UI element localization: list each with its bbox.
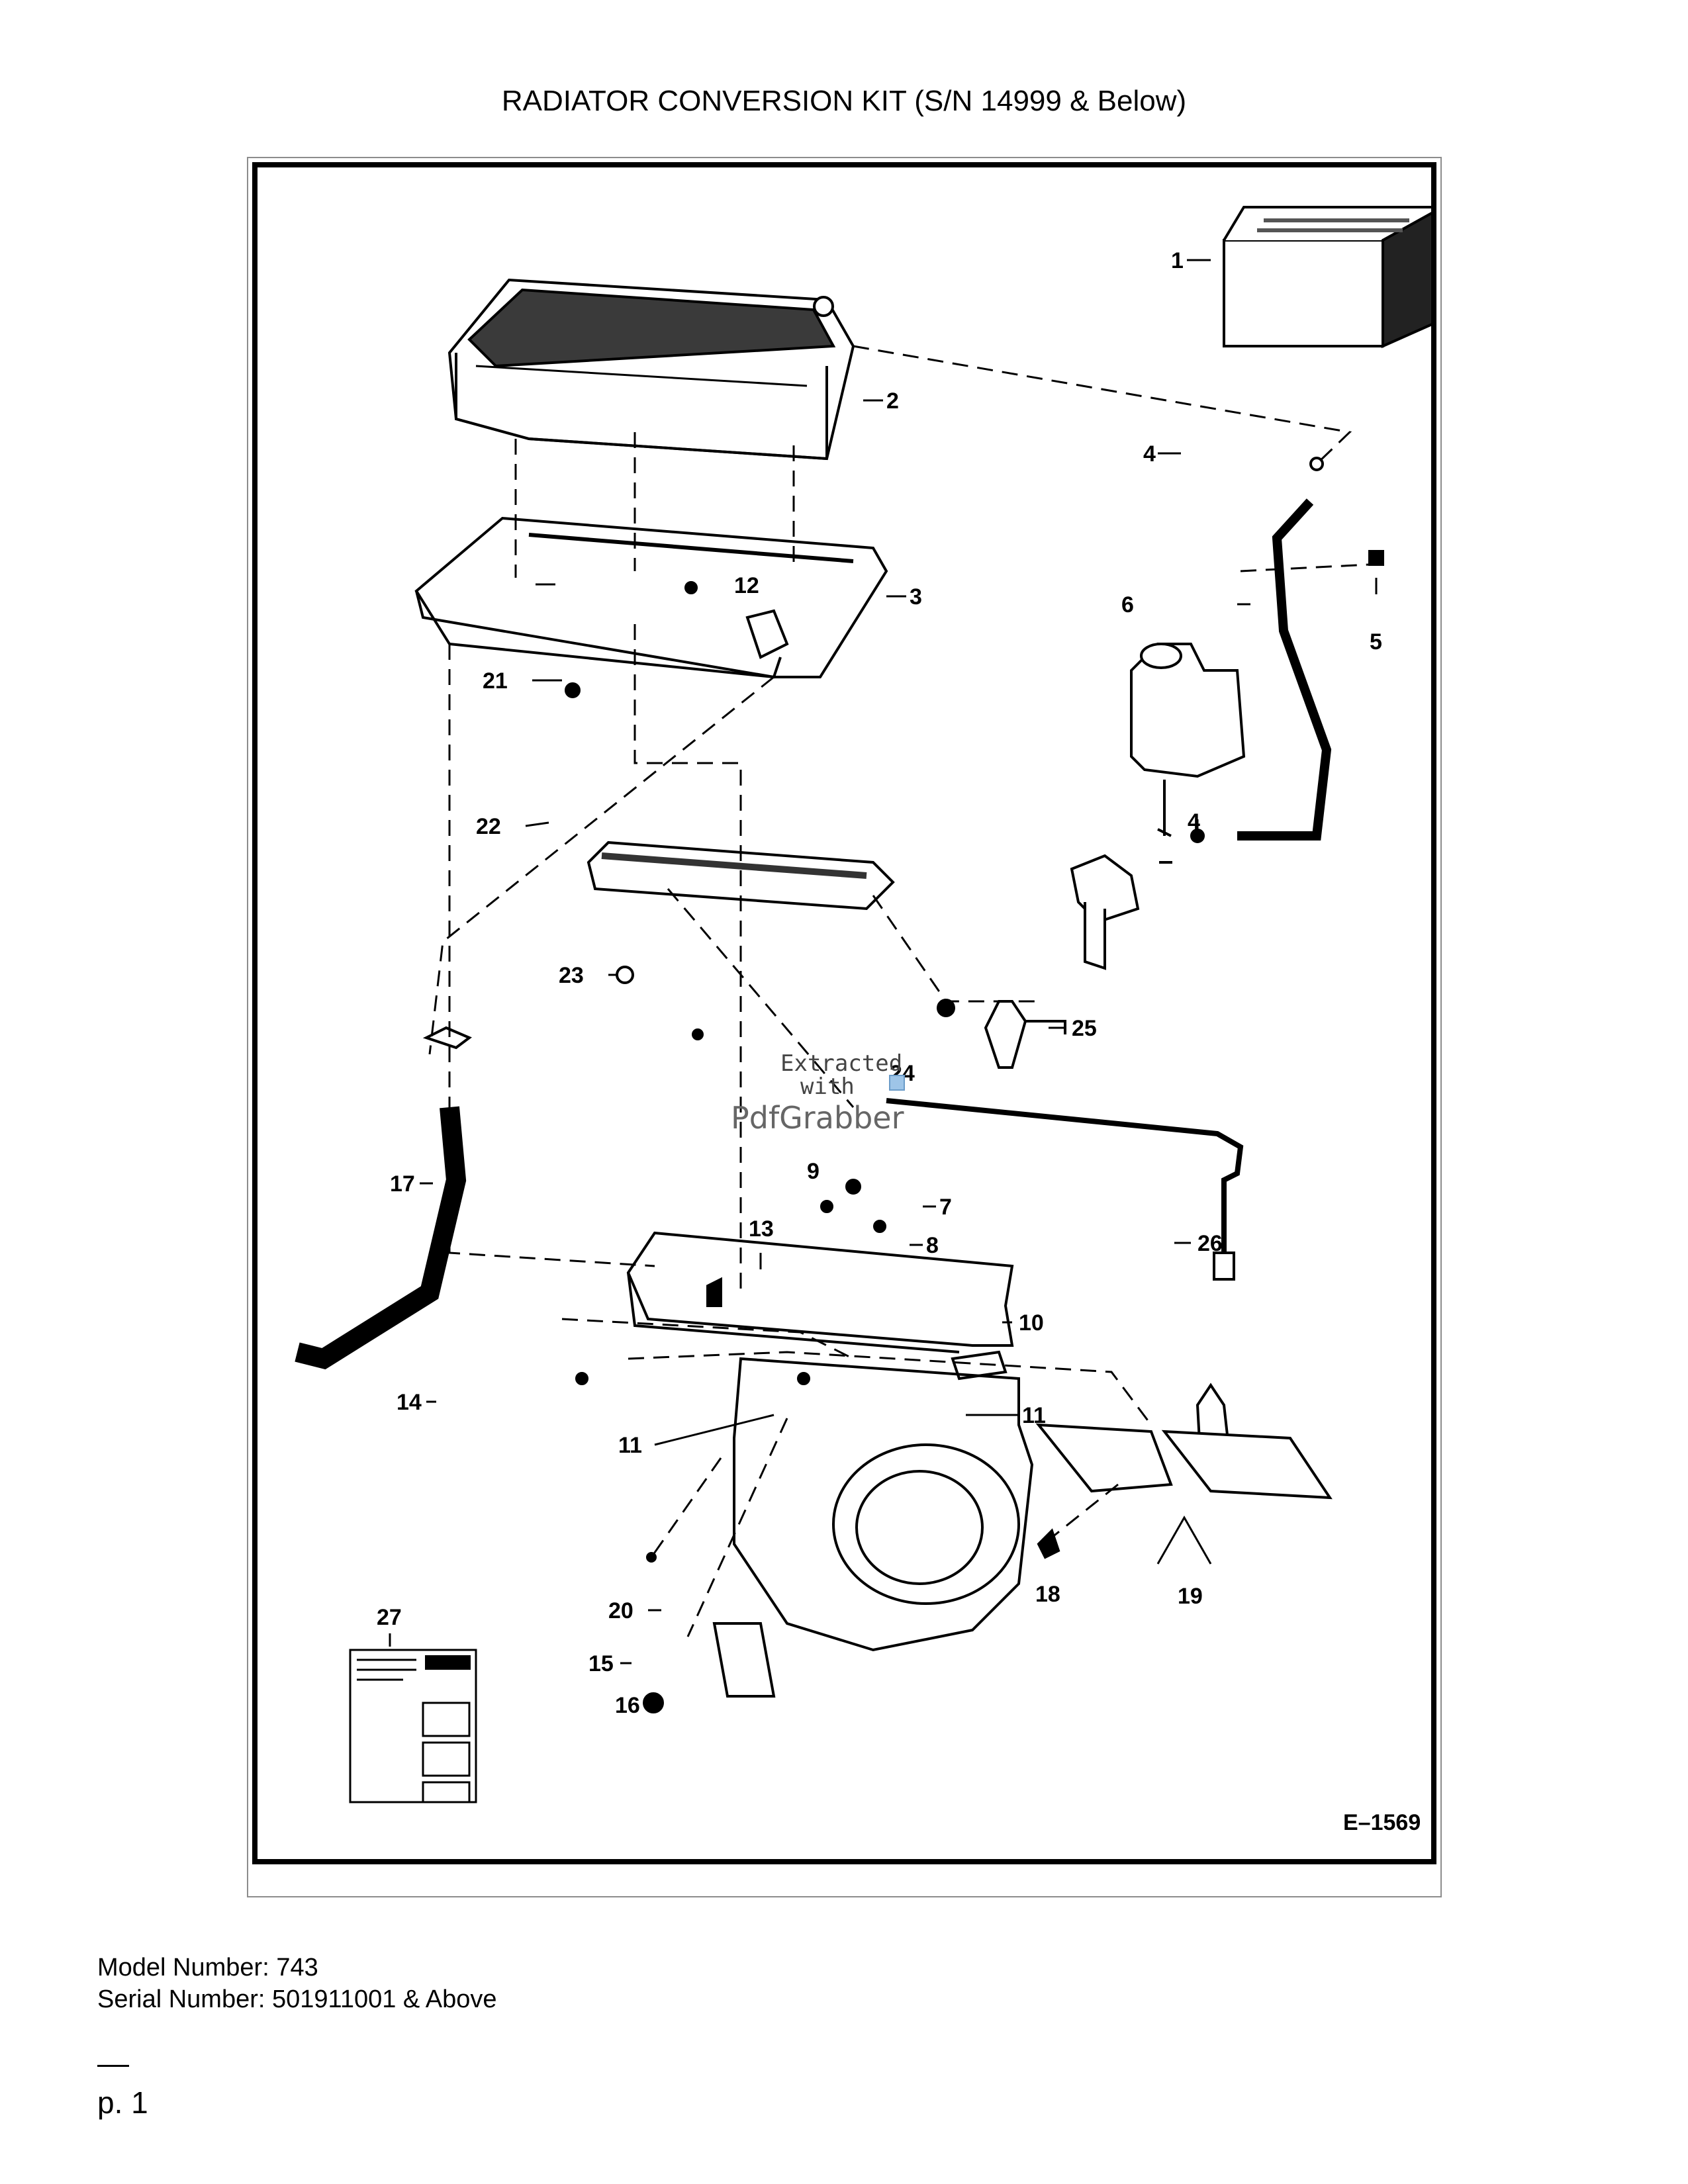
callout-13: 13 xyxy=(749,1216,774,1242)
model-number: Model Number: 743 xyxy=(97,1954,318,1981)
part-6-upper-hose-illustration xyxy=(1190,457,1384,843)
page-title: RADIATOR CONVERSION KIT (S/N 14999 & Bel… xyxy=(501,85,1187,117)
pdfgrabber-watermark: Extracted with PdfGrabber xyxy=(731,1050,905,1136)
callout-20: 20 xyxy=(608,1598,633,1623)
part-19-baffle-plates-illustration xyxy=(1035,1423,1333,1559)
parts-diagram-frame: 1 2 3 4 5 6 7 8 9 10 11 12 13 14 15 16 1… xyxy=(247,157,1442,1897)
part-25-fitting-illustration xyxy=(937,999,1066,1069)
callout-15: 15 xyxy=(588,1651,614,1676)
callout-5: 5 xyxy=(1370,629,1382,655)
page-number: p. 1 xyxy=(97,2085,148,2120)
callout-18: 18 xyxy=(1035,1582,1060,1607)
callout-23: 23 xyxy=(559,963,584,988)
callout-1: 1 xyxy=(1171,248,1184,273)
callout-10: 10 xyxy=(1019,1310,1044,1336)
callout-4b: 4 xyxy=(1188,809,1200,835)
callout-26: 26 xyxy=(1197,1231,1223,1256)
callout-22: 22 xyxy=(476,814,501,839)
filter-assembly-illustration xyxy=(1070,854,1140,970)
callout-3: 3 xyxy=(910,584,922,610)
part-2-radiator-illustration xyxy=(447,278,855,461)
reservoir-tank-illustration xyxy=(1130,643,1246,864)
part-17-lower-hose-illustration xyxy=(295,1026,472,1370)
callout-9: 9 xyxy=(807,1159,820,1184)
callout-27: 27 xyxy=(377,1605,402,1630)
page-number-rule xyxy=(97,2065,129,2067)
callout-4a: 4 xyxy=(1143,441,1156,467)
watermark-brand: PdfGrabber xyxy=(731,1100,904,1136)
callout-8: 8 xyxy=(926,1233,939,1258)
parts-diagram-border: 1 2 3 4 5 6 7 8 9 10 11 12 13 14 15 16 1… xyxy=(252,162,1436,1864)
part-3-shroud-illustration xyxy=(414,516,888,679)
parts-diagram: 1 2 3 4 5 6 7 8 9 10 11 12 13 14 15 16 1… xyxy=(295,206,1431,1835)
part-27-decal-sheet-illustration xyxy=(349,1649,477,1803)
part-15-plate-illustration xyxy=(643,1622,776,1713)
drawing-id: E–1569 xyxy=(1343,1810,1421,1835)
callout-2: 2 xyxy=(886,388,899,414)
callout-17: 17 xyxy=(390,1171,415,1197)
part-oil-cooler-illustration xyxy=(586,841,895,984)
fan-housing-illustration xyxy=(733,1350,1034,1652)
part-10-lower-shroud-illustration xyxy=(626,1231,1014,1353)
hardware-illustrations xyxy=(565,581,886,1563)
serial-number: Serial Number: 501911001 & Above xyxy=(97,1985,497,2013)
callout-14: 14 xyxy=(397,1390,422,1415)
callout-21: 21 xyxy=(483,668,508,694)
callout-11b: 11 xyxy=(618,1433,642,1458)
callout-leaders xyxy=(389,259,1378,1664)
callout-16: 16 xyxy=(615,1693,640,1718)
callout-12: 12 xyxy=(734,573,759,598)
watermark-line-1: Extracted xyxy=(780,1050,902,1077)
callout-6: 6 xyxy=(1121,592,1134,617)
callout-19: 19 xyxy=(1178,1584,1203,1609)
part-1-box-illustration xyxy=(1223,206,1431,349)
callout-25: 25 xyxy=(1072,1016,1097,1041)
callout-7: 7 xyxy=(939,1195,952,1220)
dashed-assembly-lines xyxy=(428,345,1370,1637)
watermark-line-2: with xyxy=(800,1073,855,1100)
callout-11a: 11 xyxy=(1022,1403,1046,1428)
